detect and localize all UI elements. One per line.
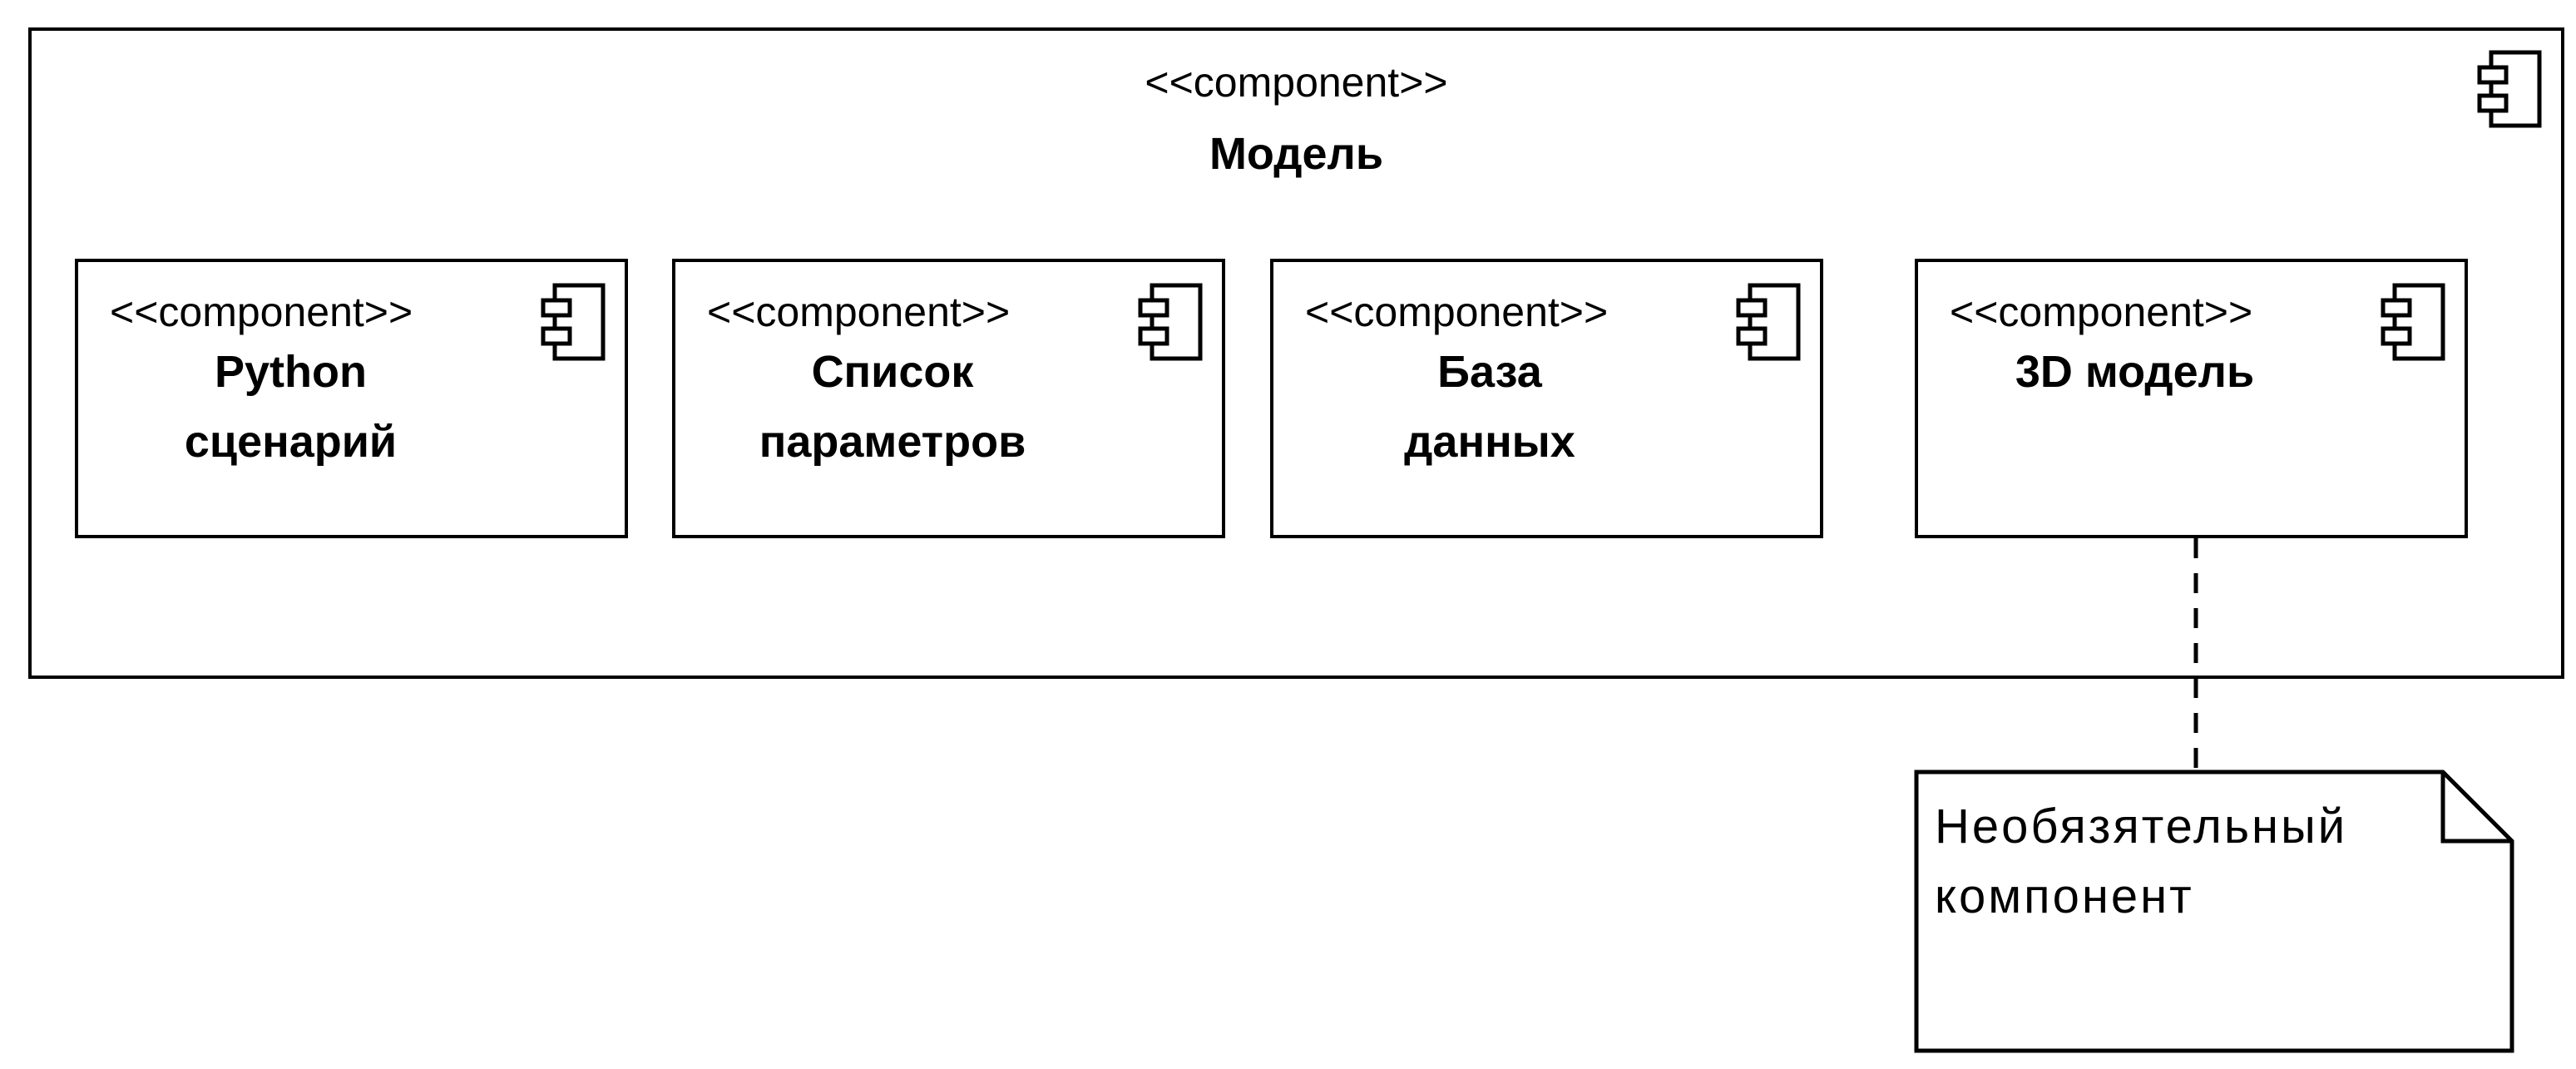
component-stereotype: <<component>> xyxy=(1950,289,2253,335)
component-name: Модель xyxy=(1209,129,1384,179)
component-stereotype: <<component>> xyxy=(1305,289,1609,335)
component-icon xyxy=(2477,50,2542,128)
component-name: Python сценарий xyxy=(184,347,398,467)
component-stereotype: <<component>> xyxy=(110,289,413,335)
component-parameter-list[interactable]: <<component>> Список параметров xyxy=(672,259,1225,538)
component-3d-model[interactable]: <<component>> 3D модель xyxy=(1915,259,2468,538)
note-shape[interactable] xyxy=(1914,770,2514,1053)
component-stereotype: <<component>> xyxy=(707,289,1011,335)
component-name: Список параметров xyxy=(759,347,1026,467)
component-database[interactable]: <<component>> База данных xyxy=(1270,259,1823,538)
note-connector-dashed-line xyxy=(2193,538,2198,773)
component-python-script[interactable]: <<component>> Python сценарий xyxy=(75,259,628,538)
note-text: Необязятельный компонент xyxy=(1935,799,2348,923)
component-icon xyxy=(541,283,606,361)
component-icon xyxy=(1138,283,1203,361)
component-name: 3D модель xyxy=(2015,347,2255,397)
component-icon xyxy=(2381,283,2445,361)
component-stereotype: <<component>> xyxy=(1145,59,1448,106)
component-name: База данных xyxy=(1404,347,1575,467)
component-icon xyxy=(1736,283,1801,361)
